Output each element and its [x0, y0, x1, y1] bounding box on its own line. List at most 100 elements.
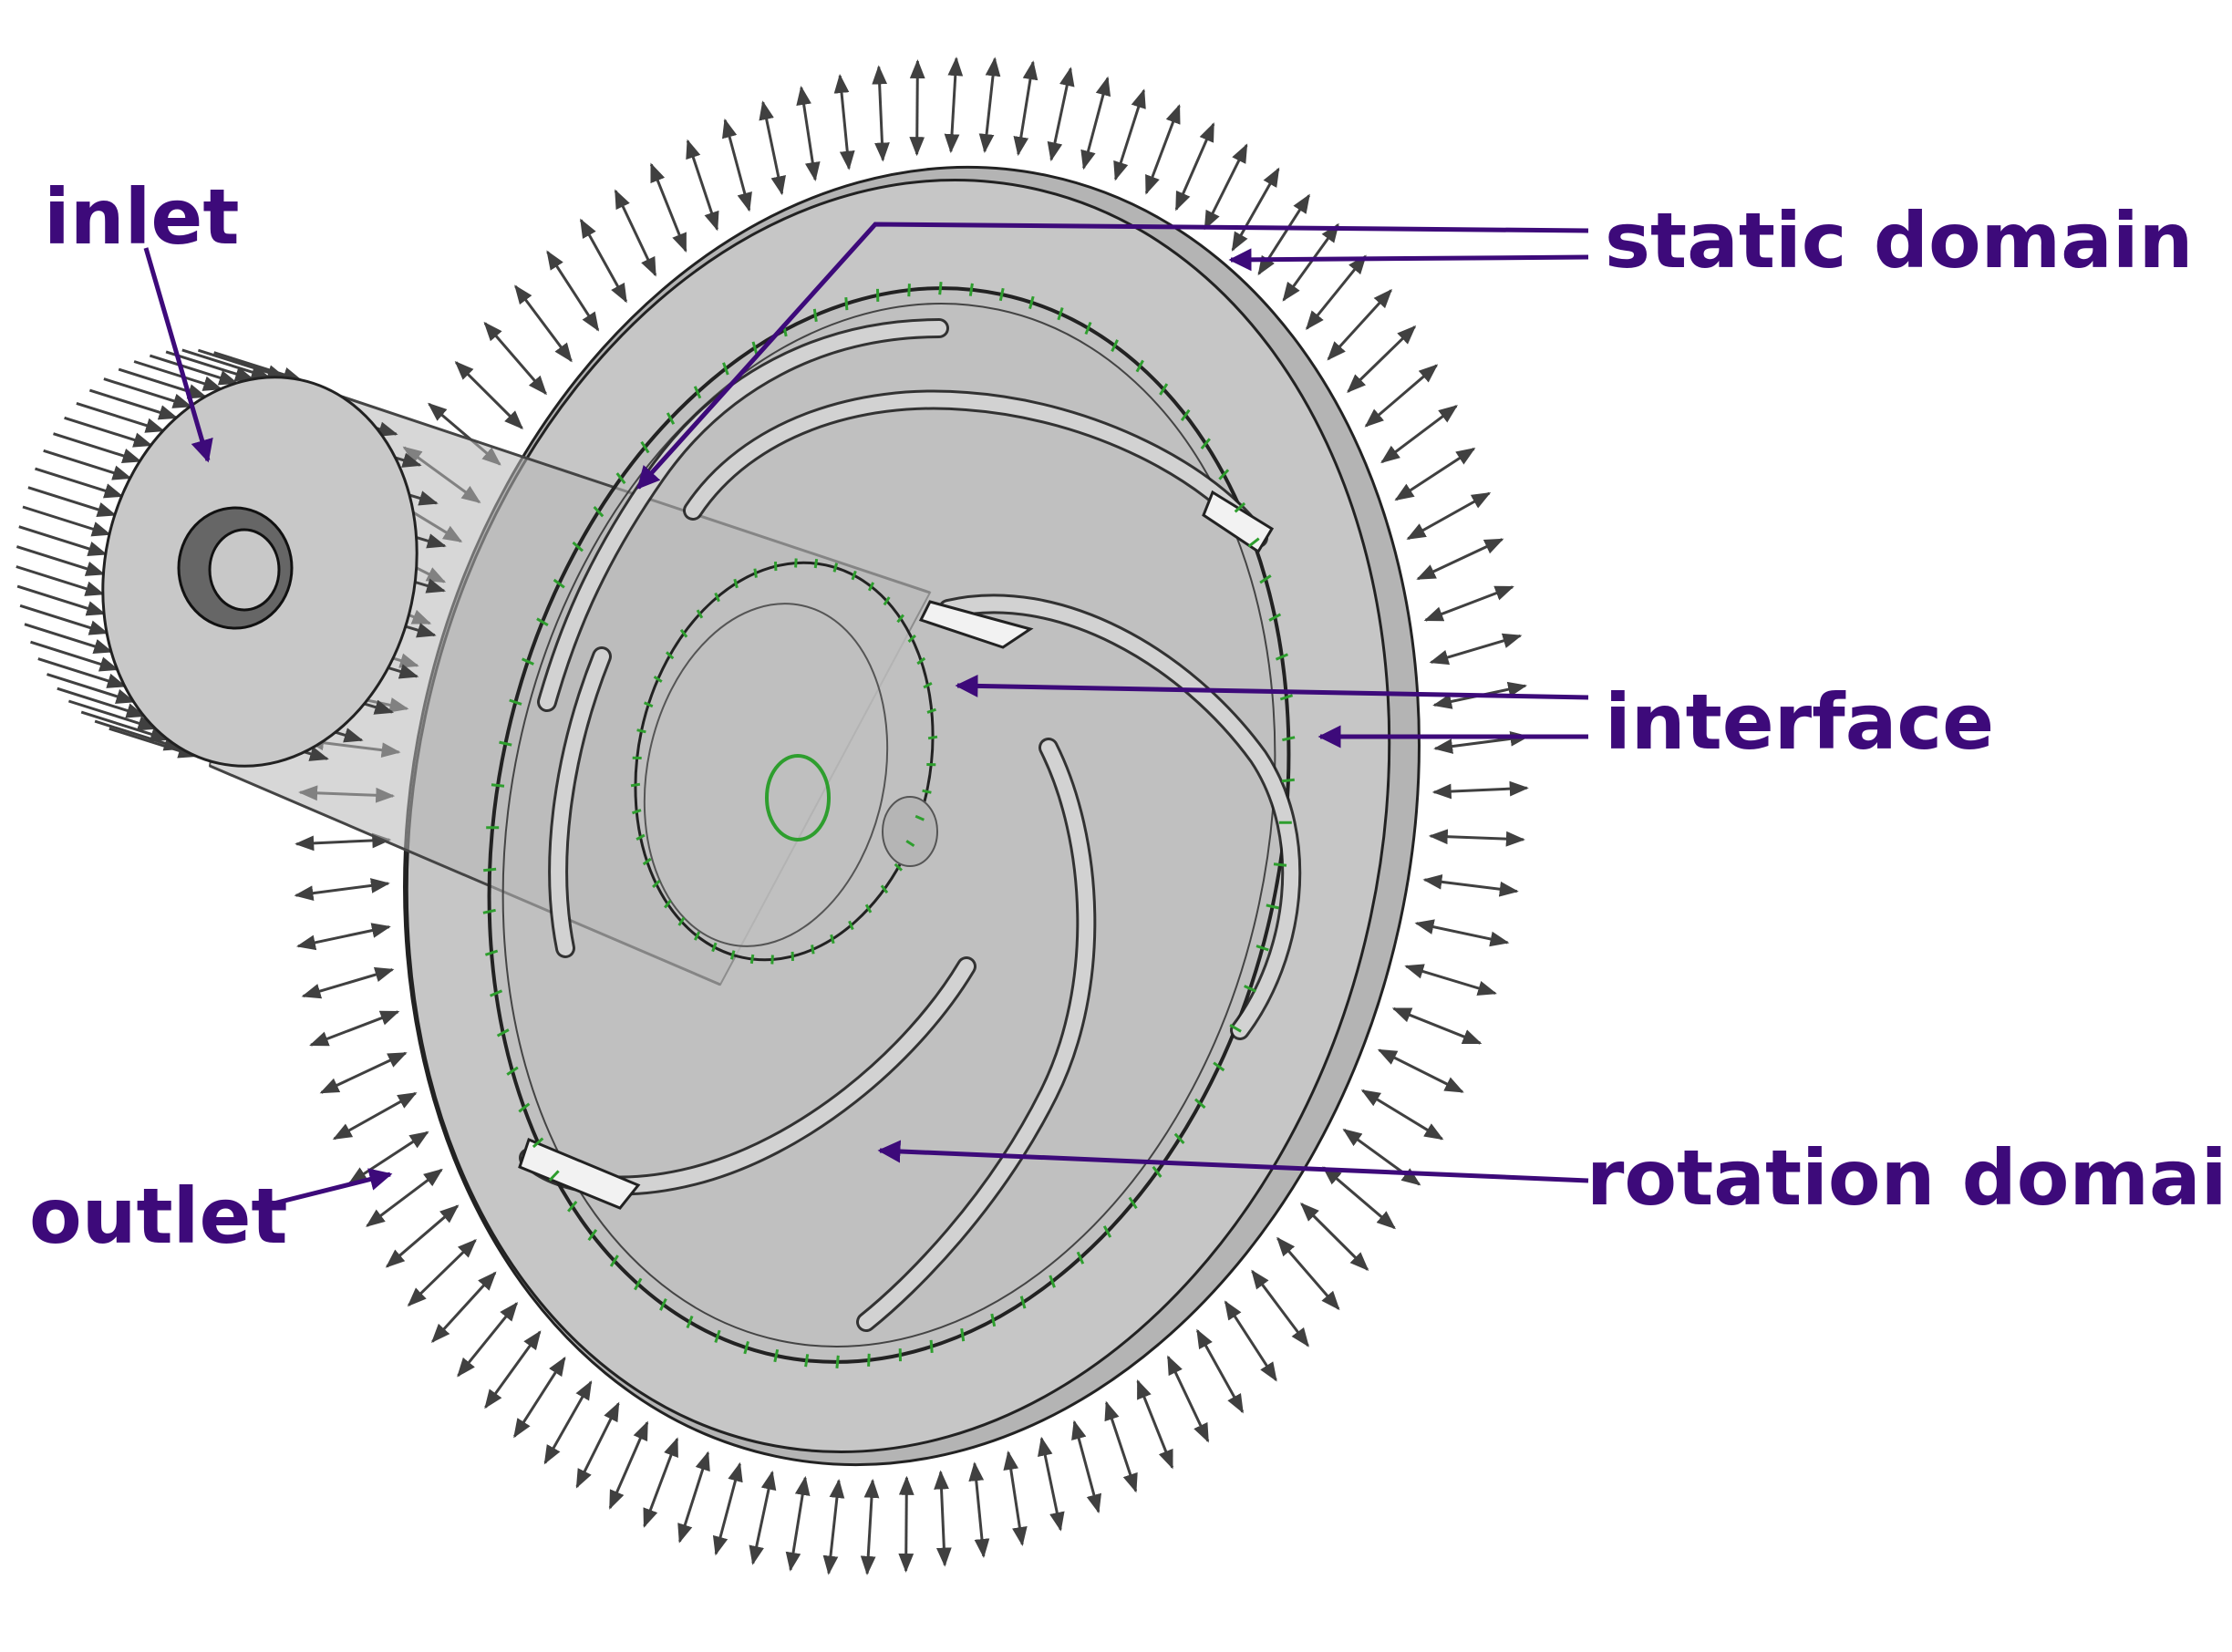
outlet-vector-arrow [1041, 1439, 1060, 1530]
shaft-end [883, 797, 937, 866]
outlet-vector-arrow [1382, 406, 1457, 461]
interface-marker [812, 945, 814, 954]
outlet-vector-arrow [1348, 326, 1415, 391]
interface-marker [637, 730, 646, 732]
outlet-vector-arrow [515, 286, 571, 361]
outlet-vector-arrow [322, 1053, 406, 1092]
interface-marker [814, 309, 816, 322]
outlet-vector-arrow [763, 102, 782, 193]
outlet-vector-arrow [1253, 1271, 1308, 1346]
outlet-vector-arrow [1426, 587, 1513, 620]
outlet-vector-arrow [1396, 449, 1473, 500]
outlet-vector-arrow [1394, 1008, 1481, 1043]
outlet-vector-arrow [432, 1273, 495, 1341]
outlet-vector-arrow [298, 927, 389, 946]
outlet-vector-arrow [829, 1481, 839, 1573]
outlet-vector-arrow [645, 1439, 677, 1526]
outlet-vector-arrow [459, 1304, 517, 1376]
outlet-vector-arrow [296, 840, 389, 844]
label-rotation-domain: rotation domain [1586, 1140, 2232, 1216]
inlet-mesh-ring [179, 508, 292, 628]
outlet-vector-arrow [1418, 540, 1502, 579]
outlet-vector-arrow [610, 1422, 647, 1508]
outlet-vector-arrow [687, 141, 717, 230]
interface-marker [909, 284, 910, 296]
outlet-vector-arrow [296, 883, 388, 895]
outlet-vector-arrow [985, 59, 995, 151]
outlet-vector-arrow [615, 191, 656, 274]
outlet-vector-arrow [1366, 366, 1436, 426]
outlet-vector-arrow [1018, 62, 1033, 154]
outlet-vector-arrow [801, 88, 815, 180]
outlet-vector-arrow [917, 61, 918, 154]
outlet-vector-arrow [514, 1358, 564, 1437]
outlet-vector-arrow [1259, 195, 1309, 274]
outlet-vector-arrow [879, 67, 884, 160]
outlet-vector-arrow [753, 1472, 772, 1564]
outlet-vector-arrow [941, 1472, 946, 1565]
outlet-vector-arrow [577, 1404, 619, 1487]
outlet-vector-arrow [651, 164, 686, 251]
outlet-vector-arrow [840, 76, 849, 169]
interface-marker [1274, 864, 1286, 865]
outlet-vector-arrow [1324, 1168, 1395, 1228]
outlet-vector-arrow [387, 1206, 457, 1266]
outlet-vector-arrow [1417, 924, 1508, 943]
inlet-vector-arrow [182, 350, 269, 377]
label-inlet: inlet [44, 179, 240, 255]
outlet-vector-arrow [1380, 1050, 1462, 1092]
inlet-vector-arrow [19, 527, 106, 554]
inlet-vector-arrow [198, 350, 284, 377]
inlet-vector-arrow [31, 642, 118, 669]
outlet-vector-arrow [1138, 1381, 1173, 1468]
interface-marker [940, 282, 941, 294]
label-interface: interface [1605, 684, 1994, 760]
outlet-vector-arrow [408, 1241, 475, 1306]
outlet-vector-arrow [725, 120, 749, 211]
outlet-vector-arrow [867, 1481, 873, 1574]
interface-marker [923, 790, 932, 792]
inlet-vector-arrow [119, 369, 205, 397]
interface-marker [806, 1354, 808, 1367]
static-domain-leader-2 [1231, 257, 1588, 260]
outlet-vector-arrow [1425, 880, 1517, 892]
outlet-vector-arrow [548, 252, 598, 330]
interface-marker [815, 559, 817, 568]
outlet-vector-arrow [545, 1382, 591, 1463]
outlet-vector-arrow [906, 1478, 907, 1571]
outlet-vector-arrow [1344, 1130, 1420, 1184]
outlet-vector-arrow [1406, 966, 1495, 994]
outlet-vector-arrow [680, 1453, 708, 1542]
outlet-vector-arrow [1328, 291, 1391, 359]
interface-marker [491, 785, 504, 786]
interface-marker [837, 1356, 838, 1368]
inlet-vector-arrow [36, 469, 122, 496]
inlet-vector-arrow [38, 659, 125, 687]
outlet-vector-arrow [456, 363, 522, 428]
inlet-vector-arrow [23, 507, 109, 534]
outlet-vector-arrow [311, 1012, 398, 1045]
outlet-vector-arrow [951, 58, 956, 151]
interface-marker [962, 1328, 964, 1341]
outlet-vector-arrow [1363, 1090, 1442, 1139]
outlet-vector-arrow [1431, 836, 1524, 840]
outlet-vector-arrow [1084, 78, 1108, 169]
interface-marker [846, 297, 847, 310]
outlet-vector-arrow [1107, 1403, 1136, 1492]
outlet-vector-arrow [1176, 124, 1214, 210]
inlet-vector-arrow [89, 390, 176, 418]
interface-marker [796, 559, 797, 568]
outlet-vector-arrow [1302, 1204, 1368, 1270]
inlet-vector-arrow [214, 353, 301, 380]
outlet-vector-arrow [1233, 169, 1278, 250]
outlet-vector-arrow [1074, 1422, 1099, 1513]
inlet-vector-arrow [28, 488, 115, 515]
outlet-vector-arrow [1225, 1302, 1276, 1380]
interface-marker [928, 737, 937, 738]
outlet-vector-arrow [1277, 1238, 1338, 1308]
label-static-domain: static domain [1605, 202, 2193, 279]
interface-marker [931, 1340, 932, 1353]
outlet-vector-arrow [1116, 90, 1144, 179]
outlet-vector-arrow [1431, 635, 1521, 662]
outlet-vector-arrow [304, 970, 393, 996]
